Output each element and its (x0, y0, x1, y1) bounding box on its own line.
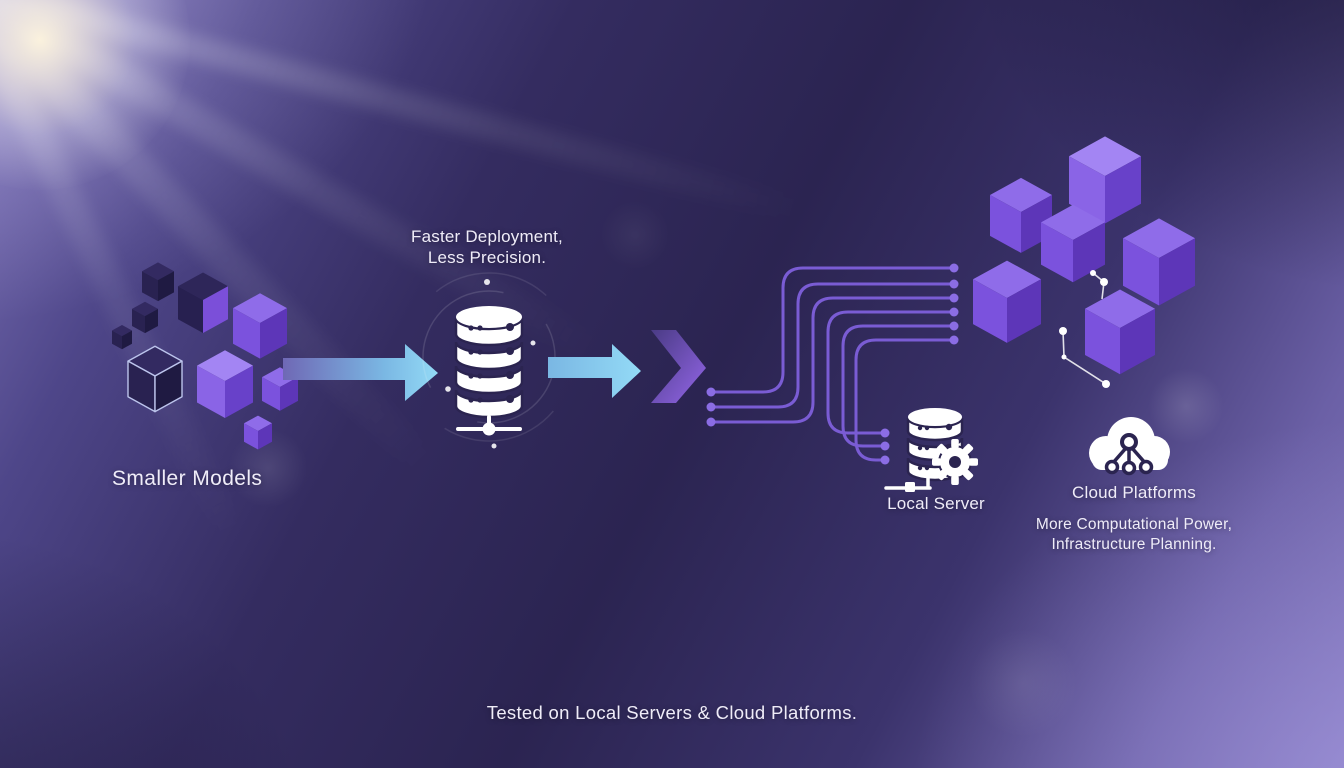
middle-caption: Faster Deployment, Less Precision. (367, 226, 607, 268)
cube-face (112, 330, 122, 350)
trace-endpoint-dot (949, 307, 959, 317)
cloud-net-node (1138, 459, 1154, 475)
cloud-cubes-cluster (973, 136, 1195, 375)
db-led-dot (468, 349, 474, 355)
caption-line: Less Precision. (427, 248, 547, 267)
cube-face (280, 377, 298, 411)
trace-endpoint-dot (949, 293, 959, 303)
cube-face (178, 286, 203, 333)
arrow-right-icon (283, 344, 438, 401)
trace-endpoint-dot (949, 279, 959, 289)
cube-face (1041, 222, 1073, 283)
cube-face (1007, 279, 1041, 343)
cube-face (197, 350, 253, 381)
db-led-dot (924, 465, 930, 471)
cube-face (1159, 238, 1195, 306)
db-led-dot (917, 425, 923, 431)
cloud-net-node (1104, 459, 1120, 475)
trace-endpoint-dot (949, 321, 959, 331)
cloud-network-icon (1089, 417, 1170, 476)
cube-face (258, 423, 272, 450)
trace-endpoint-dot (949, 335, 959, 345)
db-led-dot (468, 325, 474, 331)
db-led-dot (477, 349, 483, 355)
db-led-dot (468, 373, 474, 379)
cube-face (154, 360, 183, 413)
db-led-dot (477, 325, 483, 331)
db-led-dot (468, 397, 474, 403)
node-connectors (1059, 270, 1110, 388)
processing-rings (404, 272, 574, 449)
glow-blob (968, 628, 1078, 738)
server-gear-icon (884, 408, 978, 492)
trace-endpoint-dot (706, 387, 716, 397)
cube-face (1069, 156, 1105, 224)
cloud-caption: More Computational Power, Infrastructure… (1014, 515, 1254, 555)
db-led-dot (945, 423, 953, 431)
trace-endpoint-dot (949, 263, 959, 273)
cube-face (132, 308, 145, 334)
gear-tooth (951, 439, 959, 448)
database-network-icon (454, 306, 524, 436)
glow-blob (600, 200, 670, 270)
trace-endpoint-dot (880, 428, 890, 438)
gear-tooth (951, 476, 959, 485)
db-led-dot (924, 445, 930, 451)
footer-caption: Tested on Local Servers & Cloud Platform… (486, 702, 858, 723)
cube-face (158, 271, 174, 302)
db-led-dot (506, 395, 514, 403)
gear-tooth (969, 458, 978, 466)
db-led-dot (506, 371, 514, 379)
db-led-dot (506, 323, 514, 331)
cloud-net-node (1121, 460, 1137, 476)
arrow-right-icon (548, 344, 641, 398)
cube-face (122, 330, 132, 350)
cube-face (132, 301, 158, 316)
smaller-models-label: Smaller Models (112, 467, 263, 490)
cube-face (197, 365, 225, 418)
db-led-dot (917, 445, 923, 451)
cube-face (1123, 238, 1159, 306)
cloud-net-root (1120, 433, 1138, 451)
cloud-platforms-label: Cloud Platforms (1072, 483, 1196, 502)
cube-face (1073, 222, 1105, 283)
cube-face (142, 271, 158, 302)
cube-face (1120, 308, 1155, 375)
trace-endpoint-dot (706, 402, 716, 412)
cube-face (145, 308, 158, 334)
cube-face (1123, 218, 1195, 258)
db-led-dot (924, 425, 930, 431)
db-led-dot (917, 465, 923, 471)
caption-line: Infrastructure Planning. (1051, 536, 1217, 553)
cube-face (260, 308, 287, 359)
cube-face (244, 423, 258, 450)
caption-line: More Computational Power, (1035, 516, 1233, 533)
cube-face (973, 279, 1007, 343)
circuit-traces (706, 263, 959, 465)
caption-line: Faster Deployment, (411, 227, 563, 246)
cube-face (1069, 136, 1141, 176)
db-led-dot (506, 347, 514, 355)
cube-face (990, 194, 1021, 253)
cube-face (225, 365, 253, 418)
cube-face (1085, 308, 1120, 375)
gear-hole (949, 456, 961, 468)
trace-endpoint-dot (880, 441, 890, 451)
cube-face (990, 177, 1052, 212)
gear-tooth (932, 458, 941, 466)
trace-endpoint-dot (880, 455, 890, 465)
cube-face (203, 286, 228, 333)
chevron-right-icon (651, 330, 706, 403)
cube-face (262, 377, 280, 411)
local-server-label: Local Server (887, 494, 985, 513)
cube-face (233, 293, 287, 323)
cube-face (1105, 156, 1141, 224)
glow-blob (1148, 368, 1224, 444)
trace-endpoint-dot (706, 417, 716, 427)
cube-face (233, 308, 260, 359)
db-led-dot (477, 397, 483, 403)
db-led-dot (477, 373, 483, 379)
smaller-models-cubes (112, 262, 298, 450)
